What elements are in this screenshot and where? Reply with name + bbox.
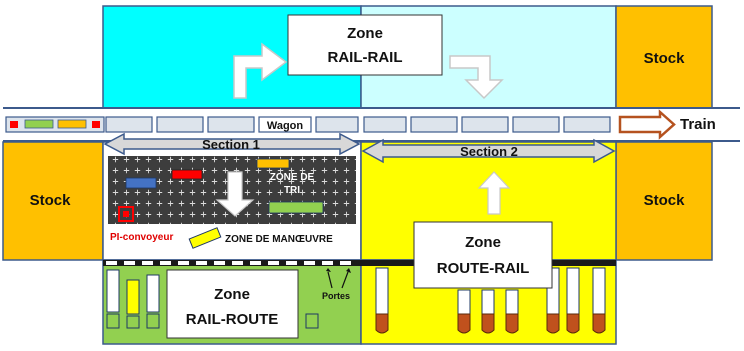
zone-rail-route-line2: RAIL-ROUTE [186, 311, 279, 328]
truck-cab [305, 313, 319, 329]
wagon [563, 116, 611, 133]
left-wagon-red-end-2 [92, 121, 100, 128]
zone-de-tri-line2: TRI [284, 185, 300, 196]
truck-cab-orange [375, 313, 389, 334]
section-1-label: Section 1 [202, 137, 260, 152]
dock-door [268, 261, 279, 265]
zone-de-tri-line1: ZONE DE [270, 172, 315, 183]
package-red [171, 169, 203, 180]
truck-trailer [457, 289, 471, 315]
portes-arrow-left-head [326, 268, 331, 272]
stock-top-right [615, 5, 713, 109]
truck-trailer [505, 289, 519, 315]
wagon [410, 116, 458, 133]
truck-cab [146, 313, 160, 329]
truck-cab [106, 313, 120, 329]
dock-door [142, 261, 153, 265]
stock-left [2, 141, 104, 261]
left-wagon-body [5, 116, 105, 133]
wagon-label: Wagon [267, 120, 304, 132]
stock-left-label: Stock [30, 192, 72, 209]
truck-trailer [146, 274, 160, 313]
zone-rail-rail-line2: RAIL-RAIL [328, 49, 403, 66]
wagon [315, 116, 359, 133]
section-2-label: Section 2 [460, 144, 518, 159]
dock-door [124, 261, 135, 265]
wagon-row [105, 116, 611, 133]
truck-cab-orange [505, 313, 519, 334]
maneuver-vehicle [188, 227, 222, 249]
package-blue [125, 177, 157, 189]
wagon [156, 116, 204, 133]
truck-trailer [106, 269, 120, 313]
section-2-arrow [361, 138, 616, 164]
dock-door [178, 261, 189, 265]
truck-cab-orange [566, 313, 580, 334]
pi-convoyeur-marker [118, 206, 134, 222]
zone-rail-route-box [166, 269, 299, 339]
pi-convoyeur-dot [123, 211, 129, 217]
zone-rail-rail-line1: Zone [347, 25, 383, 42]
stock-right-label: Stock [644, 192, 686, 209]
left-wagon-red-end [10, 121, 18, 128]
package-green [268, 201, 324, 214]
train-arrow-icon [618, 109, 676, 140]
truck-trailer [375, 267, 389, 315]
dock-door [106, 261, 117, 265]
wagon-labeled [258, 116, 312, 133]
sorting-down-arrow [215, 171, 255, 217]
truck-trailer-yellow [126, 279, 140, 315]
truck-cab-orange [546, 313, 560, 334]
zone-route-rail-line1: Zone [465, 234, 501, 251]
truck-cab-orange [592, 313, 606, 334]
dock-door [214, 261, 225, 265]
truck-cab-orange [481, 313, 495, 334]
section-1-arrow [103, 132, 361, 156]
truck-trailer [566, 267, 580, 315]
train-label: Train [680, 116, 716, 133]
dock-door [322, 261, 333, 265]
dock-door [232, 261, 243, 265]
truck-cab-orange [457, 313, 471, 334]
dock-door [340, 261, 351, 265]
dock-door [196, 261, 207, 265]
pi-convoyeur-label: PI-convoyeur [110, 232, 173, 243]
dock-door [304, 261, 315, 265]
stock-top-right-label: Stock [644, 50, 686, 67]
zone-route-rail-box [413, 221, 553, 289]
zone-rail-route-line1: Zone [214, 286, 250, 303]
dock-doors [106, 261, 351, 265]
zone-rail-rail-box [287, 14, 443, 76]
truck-trailer [481, 289, 495, 315]
yellow-trucks [375, 267, 606, 334]
zone-de-manoeuvre-label: ZONE DE MANŒUVRE [225, 234, 333, 245]
dock-door [286, 261, 297, 265]
portes-arrow-right-head [346, 268, 351, 273]
wagon [207, 116, 255, 133]
dock-door [250, 261, 261, 265]
route-rail-up-arrow [477, 171, 511, 215]
package-yellow [256, 158, 290, 169]
green-trucks [106, 269, 319, 329]
stock-right [615, 141, 713, 261]
wagon [512, 116, 560, 133]
portes-arrow-right [341, 271, 349, 289]
left-wagon-green-box [24, 119, 54, 129]
portes-arrow-left [327, 271, 333, 289]
dock-door [160, 261, 171, 265]
rail-rail-arrow-left [233, 42, 288, 99]
wagon [105, 116, 153, 133]
truck-trailer [592, 267, 606, 315]
truck-cab [126, 315, 140, 329]
zone-route-rail-line2: ROUTE-RAIL [437, 260, 530, 277]
left-wagon-yellow-box [57, 119, 87, 129]
wagon [363, 116, 407, 133]
rail-rail-arrow-right [449, 55, 504, 100]
portes-label: Portes [322, 291, 350, 301]
wagon [461, 116, 509, 133]
